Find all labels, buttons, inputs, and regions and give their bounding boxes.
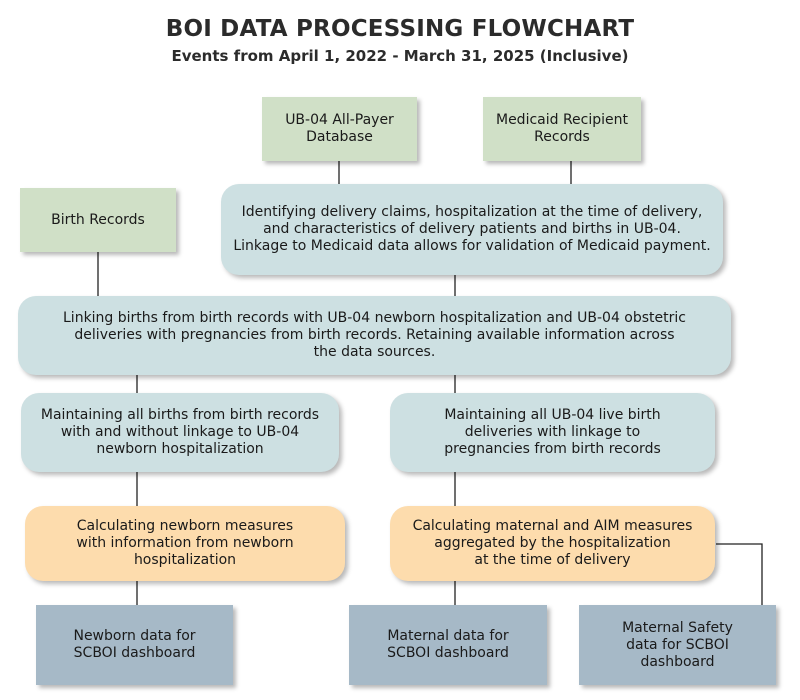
page-subtitle: Events from April 1, 2022 - March 31, 20… bbox=[171, 47, 629, 65]
output-maternal-data: Maternal data for SCBOI dashboard bbox=[349, 605, 547, 685]
process-maintain-births: Maintaining all births from birth record… bbox=[21, 393, 339, 472]
calc-newborn-measures: Calculating newborn measures with inform… bbox=[25, 506, 345, 581]
source-birth-records: Birth Records bbox=[20, 188, 176, 252]
source-medicaid-records: Medicaid Recipient Records bbox=[483, 97, 641, 161]
calc-maternal-measures: Calculating maternal and AIM measures ag… bbox=[390, 506, 715, 581]
connector-calc-maternal-to-safety bbox=[716, 543, 763, 605]
process-maintain-deliveries: Maintaining all UB-04 live birth deliver… bbox=[390, 393, 715, 472]
page-title: BOI DATA PROCESSING FLOWCHART bbox=[165, 16, 635, 42]
process-linking-births: Linking births from birth records with U… bbox=[18, 296, 731, 375]
output-newborn-data: Newborn data for SCBOI dashboard bbox=[36, 605, 233, 685]
output-maternal-safety-data: Maternal Safety data for SCBOI dashboard bbox=[579, 605, 776, 685]
process-identify-delivery-claims: Identifying delivery claims, hospitaliza… bbox=[221, 184, 723, 275]
source-ub04-database: UB-04 All-Payer Database bbox=[262, 97, 417, 161]
